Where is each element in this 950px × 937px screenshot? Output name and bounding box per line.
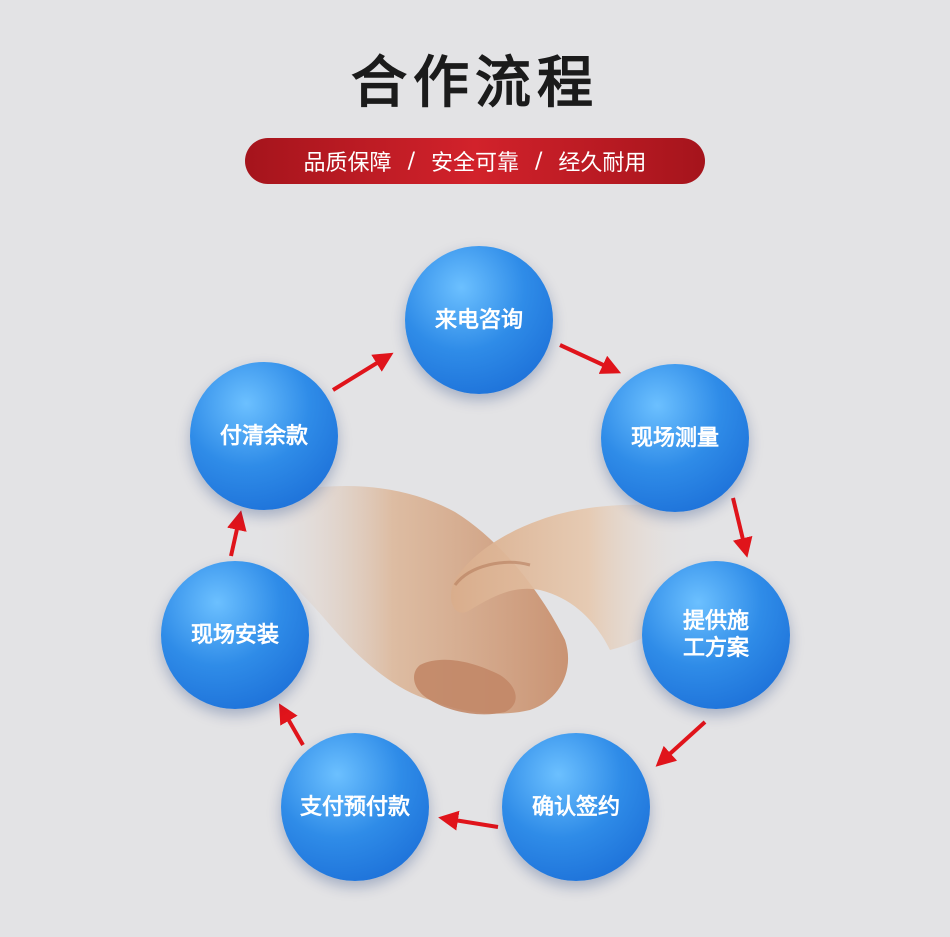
- tagline-durability: 经久耐用: [558, 151, 647, 176]
- step-circle-consult: 来电咨询: [405, 246, 553, 394]
- arrow-deposit-to-install: [279, 703, 305, 746]
- page-title: 合作流程: [351, 51, 599, 116]
- step-label-plan-line1: 提供施: [682, 609, 749, 634]
- tagline-quality: 品质保障: [303, 151, 392, 176]
- step-circle-install: 现场安装: [161, 561, 309, 709]
- tagline-safety: 安全可靠: [430, 151, 519, 176]
- arrow-consult-to-measure: [559, 343, 622, 374]
- arrow-install-to-balance: [227, 510, 247, 557]
- step-label-deposit: 支付预付款: [299, 794, 410, 820]
- step-label-sign: 确认签约: [531, 794, 620, 820]
- step-label-balance: 付清余款: [219, 423, 308, 449]
- step-label-plan-line2: 工方案: [682, 636, 749, 661]
- arrow-sign-to-deposit: [438, 810, 499, 831]
- step-circle-deposit: 支付预付款: [281, 733, 429, 881]
- step-label-measure: 现场测量: [630, 425, 719, 451]
- tagline-banner: 品质保障 / 安全可靠 / 经久耐用: [245, 138, 705, 184]
- step-label-consult: 来电咨询: [434, 307, 523, 333]
- step-circle-plan: 提供施 工方案: [642, 561, 790, 709]
- step-label-install: 现场安装: [190, 622, 279, 648]
- tagline-separator: /: [535, 148, 543, 174]
- arrow-balance-to-consult: [331, 352, 394, 392]
- arrow-measure-to-plan: [731, 497, 753, 558]
- step-circle-balance: 付清余款: [190, 362, 338, 510]
- step-circle-measure: 现场测量: [601, 364, 749, 512]
- arrow-plan-to-sign: [655, 720, 707, 767]
- step-circle-sign: 确认签约: [502, 733, 650, 881]
- tagline-separator: /: [407, 148, 415, 174]
